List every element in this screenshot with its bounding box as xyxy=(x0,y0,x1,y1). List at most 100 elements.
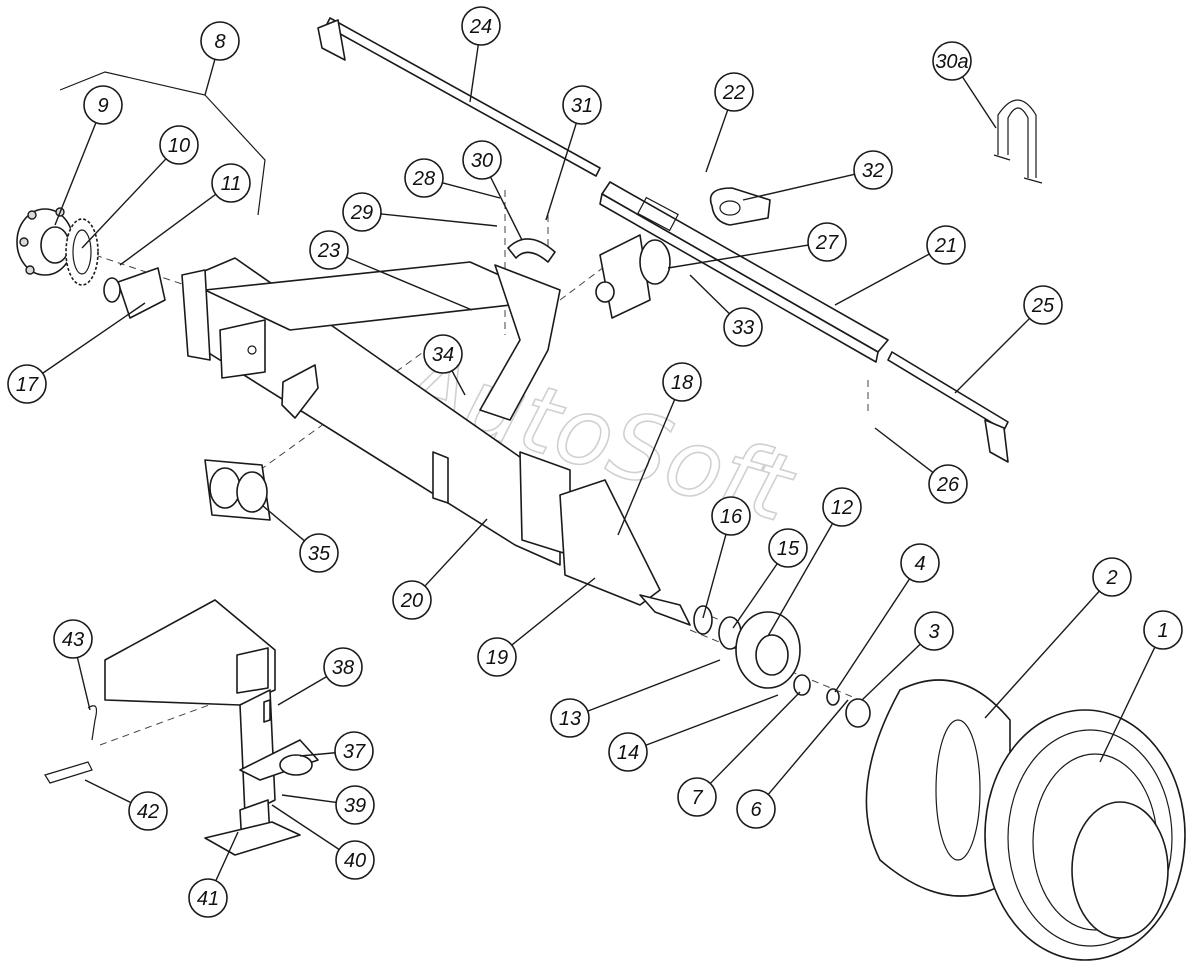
callout-27: 27 xyxy=(667,222,847,269)
callout-label: 42 xyxy=(137,801,159,823)
callout-leader xyxy=(54,122,97,226)
callout-label: 38 xyxy=(332,657,354,679)
callout-leader xyxy=(767,523,834,637)
callout-label: 14 xyxy=(617,742,639,764)
callout-leader xyxy=(262,505,305,542)
callout-circle xyxy=(309,230,349,270)
callout-15: 15 xyxy=(732,528,808,629)
callout-label: 17 xyxy=(16,374,39,396)
callout-22: 22 xyxy=(705,72,754,173)
callout-24: 24 xyxy=(461,6,501,103)
callout-leader xyxy=(76,657,91,711)
callout-label: 10 xyxy=(168,135,190,157)
callout-leader xyxy=(689,274,730,315)
callout-leader xyxy=(545,122,577,221)
callout-circle xyxy=(423,334,463,374)
callout-30a: 30a xyxy=(932,41,997,129)
callout-leader xyxy=(442,182,501,199)
callout-19: 19 xyxy=(477,577,596,677)
callout-label: 8 xyxy=(214,31,225,53)
callout-26: 26 xyxy=(874,427,968,504)
callout-label: 2 xyxy=(1105,567,1117,589)
callout-31: 31 xyxy=(545,85,602,221)
callout-4: 4 xyxy=(834,543,940,693)
callout-37: 37 xyxy=(299,731,374,771)
callout-29: 29 xyxy=(342,192,498,232)
callout-leader xyxy=(984,590,1100,719)
rim-part xyxy=(865,679,1011,897)
callout-circle xyxy=(932,41,972,81)
callout-circle xyxy=(1143,610,1183,650)
callout-circle xyxy=(562,85,602,125)
callout-41: 41 xyxy=(188,831,239,918)
callout-circle xyxy=(461,6,501,46)
callout-label: 29 xyxy=(350,202,373,224)
callout-leader xyxy=(84,779,132,804)
callout-circle xyxy=(807,222,847,262)
callout-32: 32 xyxy=(742,150,893,201)
callout-label: 41 xyxy=(197,888,219,910)
callout-circle xyxy=(404,158,444,198)
callout-label: 20 xyxy=(400,590,423,612)
callout-11: 11 xyxy=(119,163,251,266)
callout-label: 32 xyxy=(862,160,884,182)
callout-leader xyxy=(834,578,911,693)
callout-leader xyxy=(489,176,523,241)
callout-label: 28 xyxy=(412,168,435,190)
callout-leader xyxy=(81,158,167,249)
callout-16: 16 xyxy=(702,496,751,619)
callout-label: 16 xyxy=(720,506,743,528)
callout-leader xyxy=(709,691,801,784)
callout-circle xyxy=(7,364,47,404)
callout-28: 28 xyxy=(404,158,501,199)
callout-35: 35 xyxy=(262,505,339,573)
callout-circle xyxy=(392,580,432,620)
callout-circle xyxy=(335,785,375,825)
front-bar-part xyxy=(317,17,601,177)
callout-label: 9 xyxy=(97,95,108,117)
cup-part xyxy=(793,674,811,696)
left-hub-part xyxy=(16,207,74,276)
callout-21: 21 xyxy=(834,225,966,306)
right-hub-part xyxy=(735,611,801,689)
callout-label: 34 xyxy=(432,344,454,366)
right-spindle-arm-part xyxy=(559,479,691,626)
cross-tube-part xyxy=(599,181,889,363)
callout-9: 9 xyxy=(54,85,123,226)
callout-circle xyxy=(822,487,862,527)
callout-circle xyxy=(914,611,954,651)
callout-20: 20 xyxy=(392,518,488,620)
callout-label: 25 xyxy=(1031,295,1055,317)
callout-circle xyxy=(159,125,199,165)
callout-leader xyxy=(451,370,466,396)
callout-label: 27 xyxy=(815,232,839,254)
callout-circle xyxy=(335,840,375,880)
callout-label: 39 xyxy=(344,795,366,817)
callout-circle xyxy=(342,192,382,232)
callout-leader xyxy=(667,244,809,269)
callout-label: 30a xyxy=(935,51,968,73)
bearing-block-part xyxy=(595,234,671,319)
callout-circle xyxy=(714,72,754,112)
callout-circle xyxy=(768,528,808,568)
callout-33: 33 xyxy=(689,274,763,347)
callout-label: 13 xyxy=(559,708,581,730)
callout-circle xyxy=(211,163,251,203)
callout-leader xyxy=(954,317,1031,394)
callout-label: 23 xyxy=(317,240,340,262)
callout-label: 30 xyxy=(471,150,493,172)
flange-plate-part xyxy=(204,459,271,521)
callout-leader xyxy=(119,193,217,266)
callout-3: 3 xyxy=(861,611,954,701)
callout-7: 7 xyxy=(677,691,801,817)
callout-label: 33 xyxy=(732,317,754,339)
callout-23: 23 xyxy=(309,230,473,311)
callout-leader xyxy=(511,577,596,646)
callout-label: 22 xyxy=(722,82,745,104)
callout-leader xyxy=(281,794,337,804)
callout-38: 38 xyxy=(277,647,363,706)
callout-label: 40 xyxy=(344,850,366,872)
left-spindle-part xyxy=(103,267,166,319)
